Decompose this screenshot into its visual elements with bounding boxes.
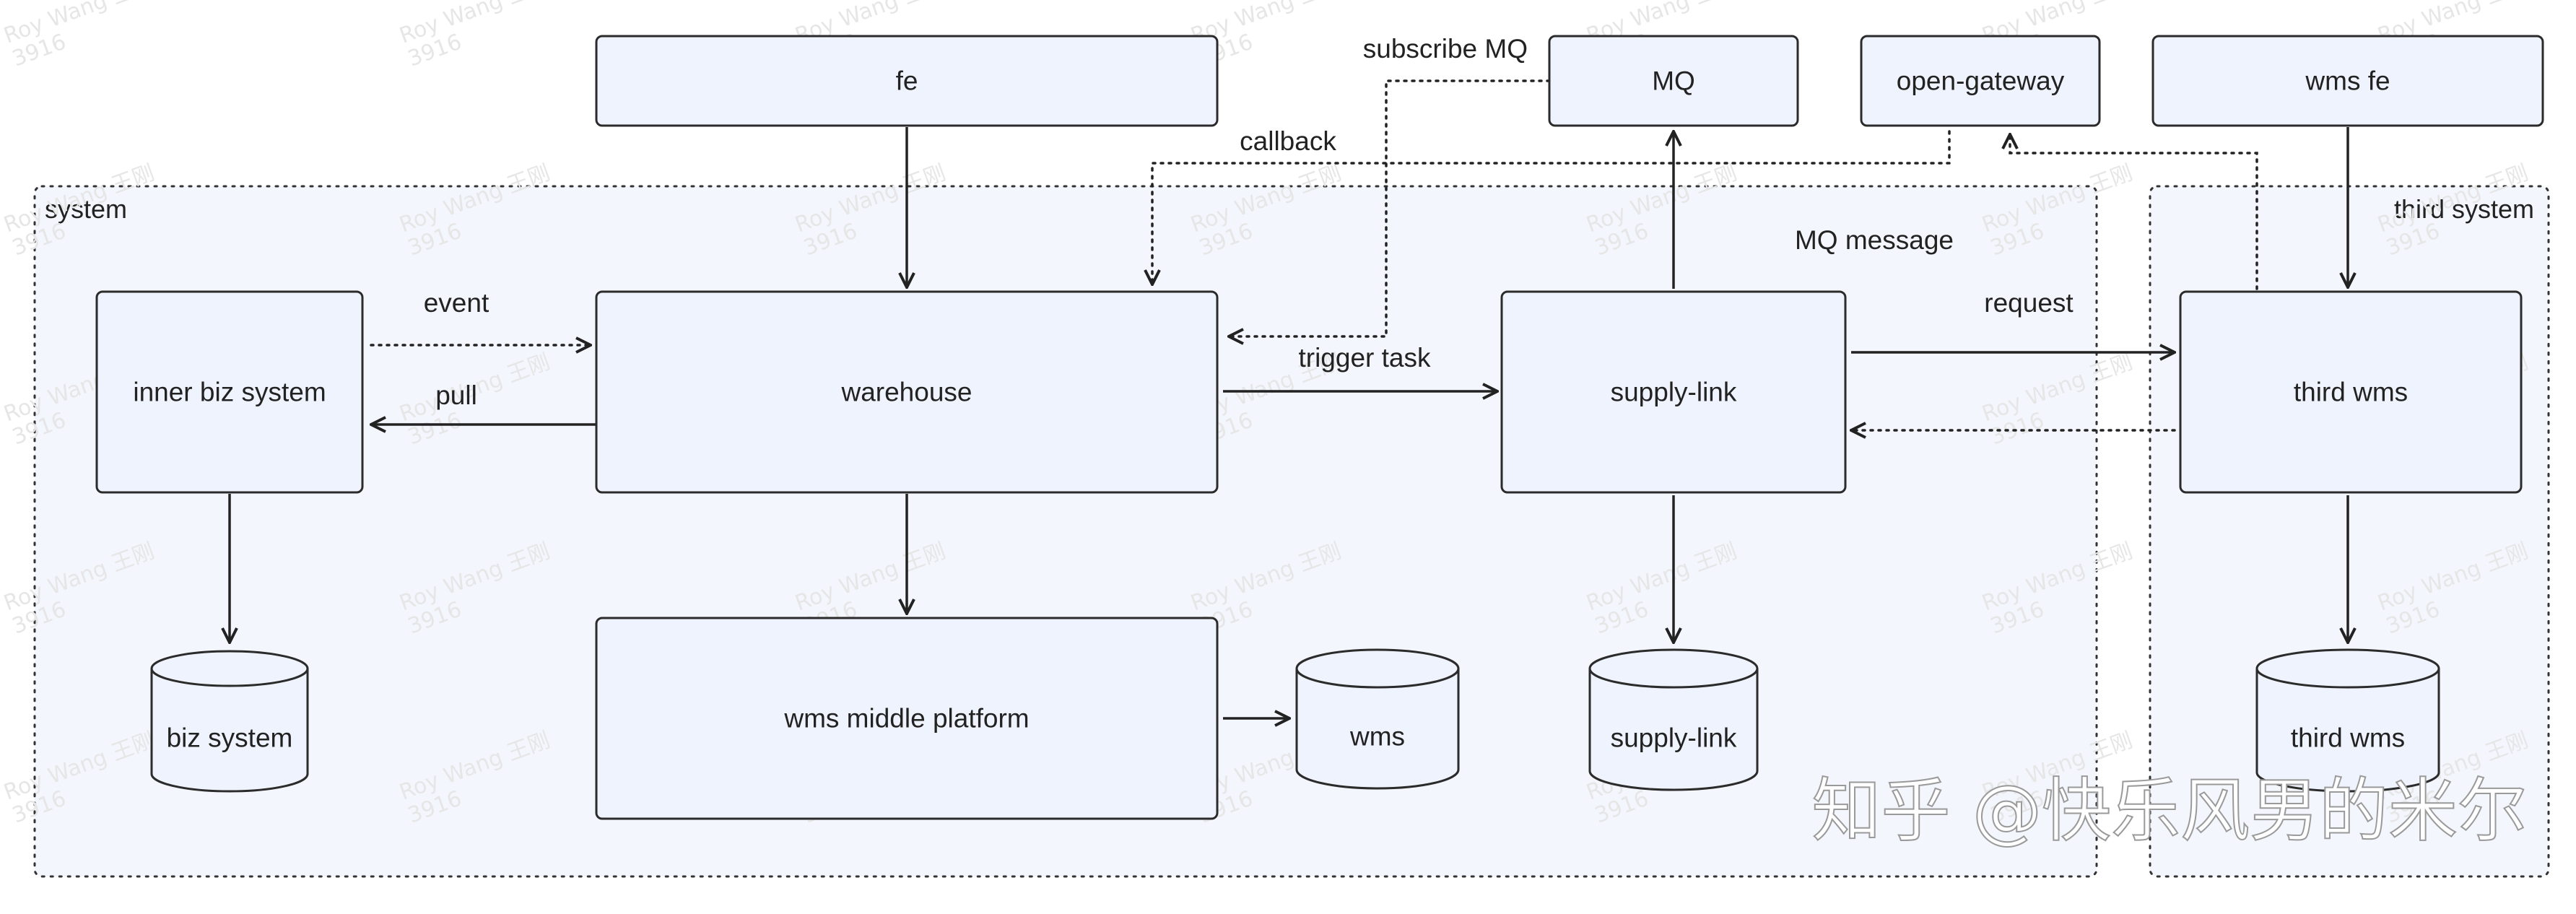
edge-label-request: request [1984,288,2074,318]
node-inner-biz-system-label: inner biz system [133,378,326,407]
database-biz-system-label: biz system [167,723,293,753]
node-third-wms-label: third wms [2294,378,2408,407]
node-warehouse: warehouse [595,290,1219,494]
edge-label-trigger-task: trigger task [1298,343,1431,373]
edge-label-subscribe-mq: subscribe MQ [1363,34,1528,64]
node-warehouse-label: warehouse [840,378,972,407]
node-open-gateway: open-gateway [1860,35,2101,127]
database-third-wms: third wms [2255,648,2440,793]
database-supply-link: supply-link [1588,648,1759,791]
node-mq: MQ [1548,35,1799,127]
node-wms-fe-label: wms fe [2305,66,2390,96]
node-wms-middle-platform-label: wms middle platform [783,704,1029,734]
edge-label-event: event [424,288,489,318]
node-fe: fe [595,35,1219,127]
system-group-label: system [45,194,127,224]
edge-label-callback: callback [1240,126,1336,156]
database-third-wms-label: third wms [2291,723,2405,753]
edge-label-mq-message: MQ message [1795,225,1954,255]
node-wms-fe: wms fe [2151,35,2544,127]
watermark-name: Roy Wang 王刚 [396,0,554,49]
node-wms-middle-platform: wms middle platform [595,617,1219,820]
watermark-name: Roy Wang 王刚 [1,0,158,49]
database-biz-system: biz system [150,650,309,793]
node-inner-biz-system: inner biz system [95,290,364,494]
database-wms-label: wms [1349,722,1405,752]
edge-third-to-gateway [2010,134,2258,290]
node-mq-label: MQ [1652,66,1695,96]
node-supply-link: supply-link [1500,290,1847,494]
brand-watermark: 知乎 @快乐风男的米尔 [1811,770,2527,851]
edge-label-pull: pull [435,380,477,410]
node-fe-label: fe [896,66,918,96]
third-system-group-label: third system [2394,194,2534,224]
dotted-connectors [370,79,2258,430]
edge-subscribe-mq [1229,79,1551,336]
database-wms: wms [1295,648,1460,790]
node-open-gateway-label: open-gateway [1897,66,2065,96]
node-third-wms: third wms [2179,290,2523,494]
node-supply-link-label: supply-link [1611,378,1737,407]
edge-callback [1152,130,1951,284]
connectors [230,127,2348,718]
database-supply-link-label: supply-link [1611,723,1737,753]
